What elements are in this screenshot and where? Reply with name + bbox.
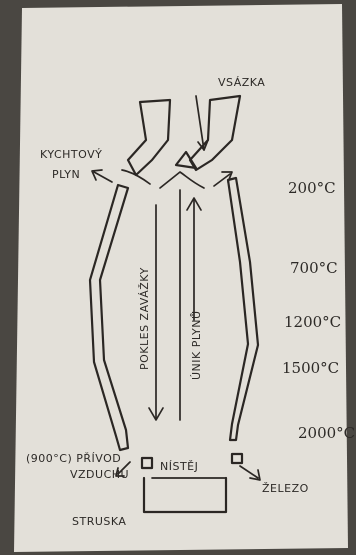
label-top-gas-2: PLYN [52,168,80,181]
label-charge: VSÁZKA [218,76,265,89]
label-burden-descent: POKLES ZAVÁŽKY [138,267,151,370]
label-hearth: NÍSTĚJ [160,460,198,473]
label-top-gas-1: KYCHTOVÝ [40,148,102,161]
temp-700: 700°C [290,259,338,277]
label-air-inlet-1: (900°C) PŘÍVOD [26,452,121,465]
temp-1200: 1200°C [284,313,341,331]
label-gas-escape: ÚNIK PLYNŮ [190,310,203,380]
temp-1500: 1500°C [282,359,339,377]
label-slag: STRUSKA [72,515,126,528]
temp-200: 200°C [288,179,336,197]
temp-2000: 2000°C [298,424,355,442]
label-iron: ŽELEZO [262,482,309,495]
label-air-inlet-2: VZDUCHU [70,468,129,481]
